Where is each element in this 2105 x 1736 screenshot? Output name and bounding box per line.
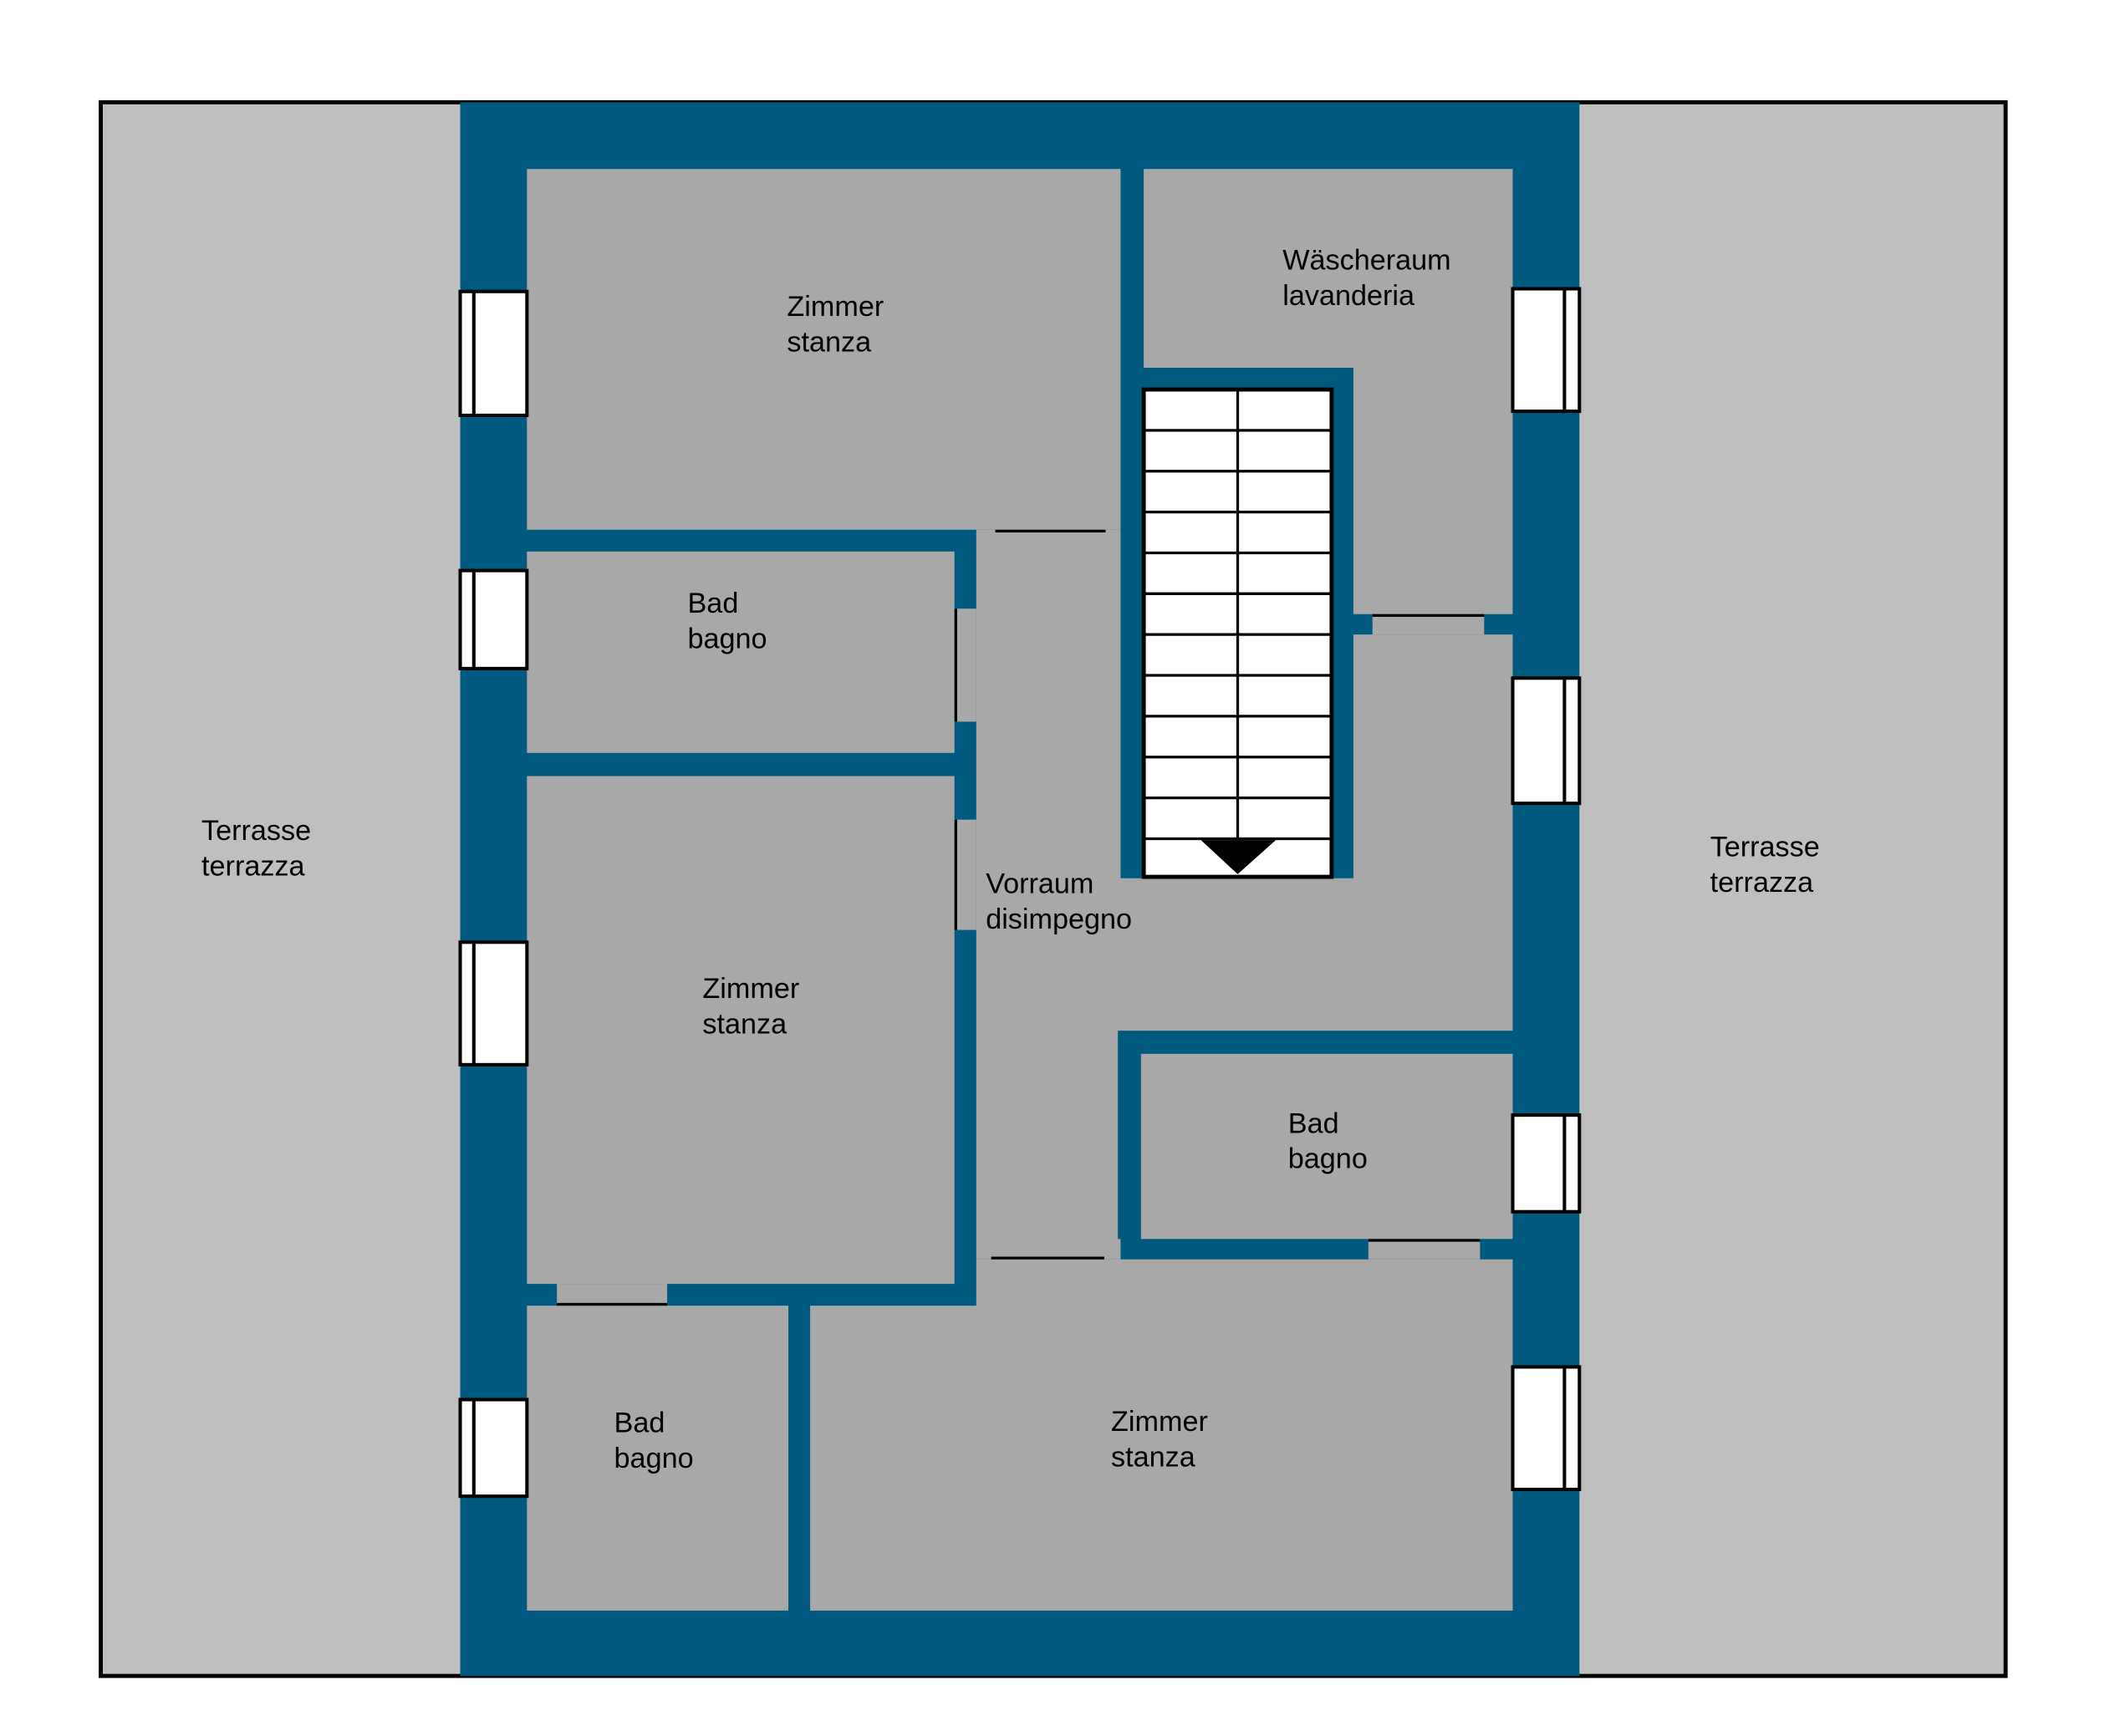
label-hall: Vorraum disimpegno (986, 868, 1132, 935)
label-it: bagno (688, 623, 767, 654)
label-de: Zimmer (1111, 1406, 1208, 1438)
label-it: terrazza (201, 850, 305, 882)
label-de: Bad (688, 588, 739, 619)
doors (557, 529, 1485, 1306)
room-top-zimmer (527, 169, 1121, 530)
label-terrace-right: Terrasse terrazza (1710, 832, 1820, 899)
window (1511, 1365, 1582, 1492)
label-de: Vorraum (986, 868, 1093, 900)
window (1511, 287, 1582, 414)
label-it: stanza (702, 1008, 787, 1040)
room-hall (976, 529, 1513, 1260)
room-bottom-zimmer (810, 1259, 1513, 1611)
label-it: bagno (1288, 1143, 1368, 1175)
window (458, 289, 529, 417)
label-bath-bottom-left: Bad bagno (614, 1408, 694, 1474)
terrace-right (1577, 103, 2005, 1675)
label-bath-top-left: Bad bagno (688, 588, 767, 654)
label-it: lavanderia (1282, 280, 1415, 312)
room-bath-top-left (527, 551, 955, 753)
staircase (1141, 387, 1334, 879)
terrace-left (102, 103, 462, 1675)
label-it: disimpegno (986, 904, 1132, 935)
label-it: terrazza (1710, 867, 1814, 899)
label-it: bagno (614, 1443, 694, 1474)
label-de: Bad (1288, 1107, 1339, 1139)
label-it: stanza (787, 326, 872, 358)
label-de: Wäscheraum (1282, 245, 1450, 277)
label-de: Zimmer (787, 291, 884, 323)
room-left-zimmer (527, 776, 955, 1285)
label-de: Bad (614, 1408, 665, 1439)
window (1511, 1113, 1582, 1214)
room-laundry (1144, 169, 1513, 614)
room-bath-right (1140, 1053, 1513, 1240)
label-de: Zimmer (702, 973, 799, 1005)
room-bath-bottom-left (527, 1306, 789, 1611)
label-de: Terrasse (201, 815, 311, 847)
window (458, 568, 529, 670)
window (458, 940, 529, 1067)
label-de: Terrasse (1710, 832, 1820, 863)
window (1511, 676, 1582, 806)
window (458, 1397, 529, 1499)
windows (458, 287, 1582, 1499)
label-bath-right: Bad bagno (1288, 1107, 1368, 1174)
stair-direction-arrow-icon (1200, 840, 1277, 874)
label-it: stanza (1111, 1441, 1196, 1473)
